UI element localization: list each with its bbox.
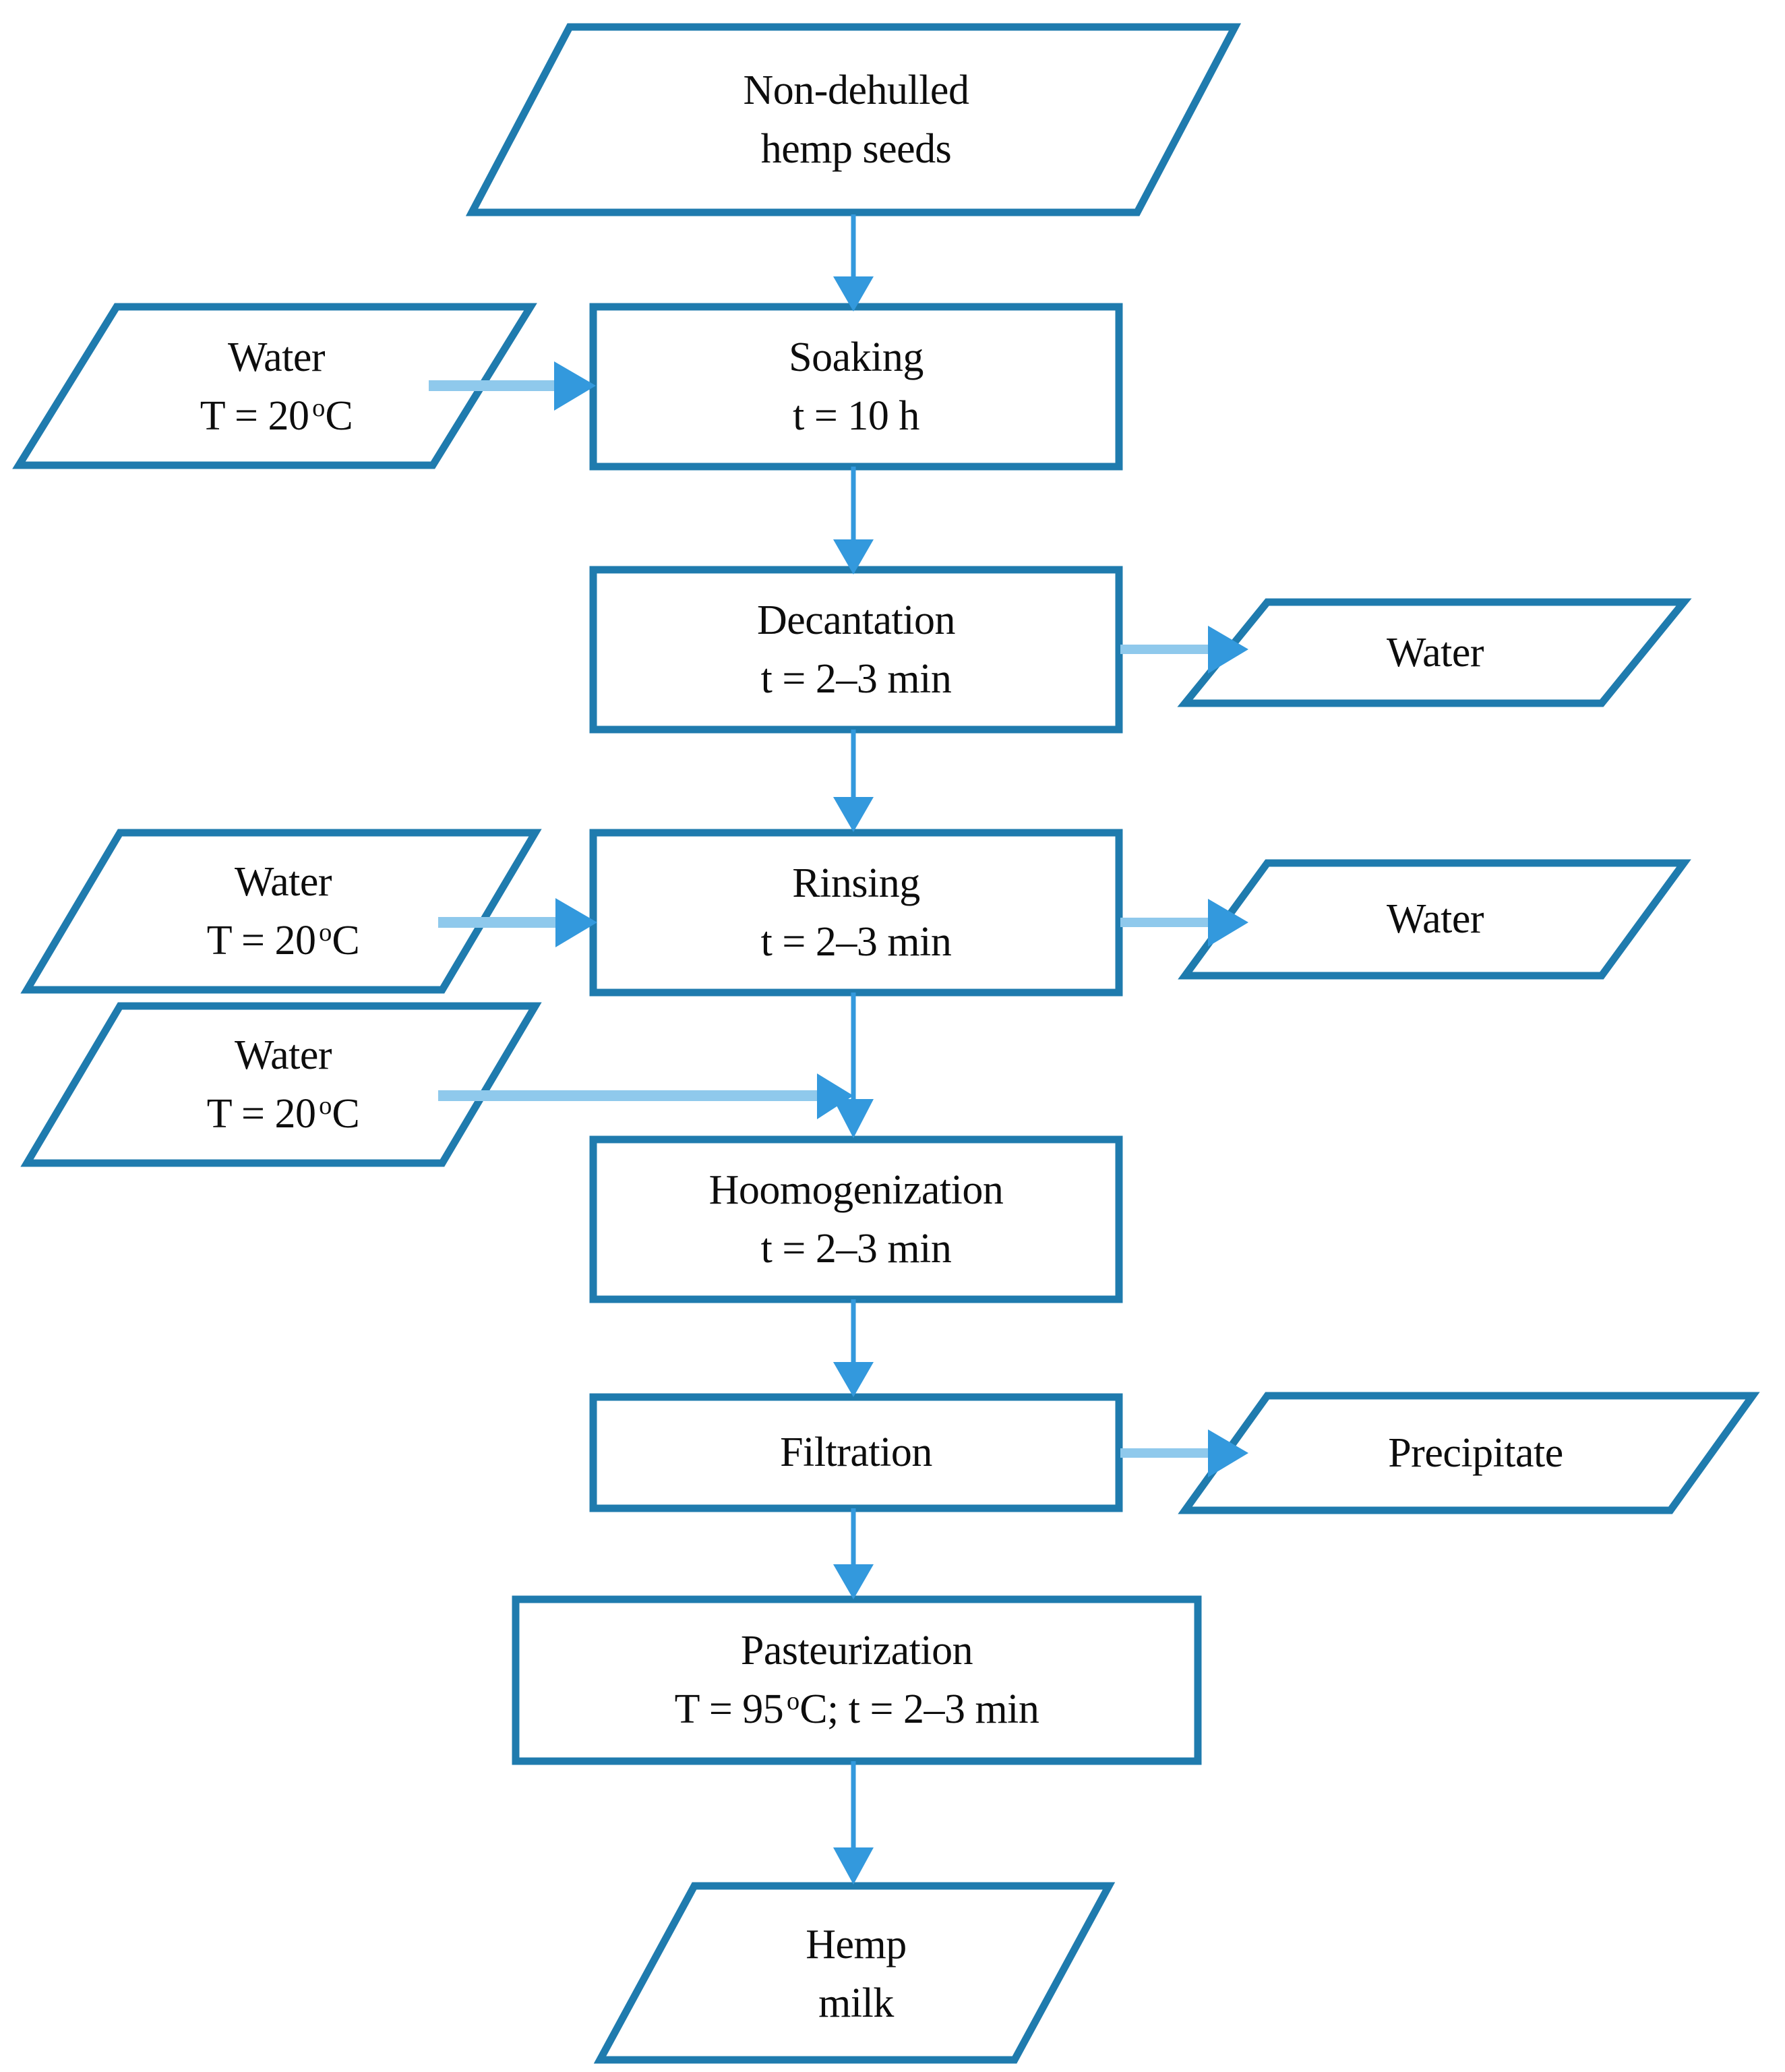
edge-rinsing-to-hoomogenization (833, 993, 874, 1138)
shape-filtration[interactable] (589, 1393, 1123, 1512)
edge-pasteurization-to-hemp-milk (833, 1761, 874, 1885)
shape-water-homogenization[interactable] (20, 1002, 542, 1167)
edge-soaking-to-decantation (833, 467, 874, 574)
edge-water-to-hoomogenization (438, 1073, 853, 1119)
shape-non-dehulled-hemp-seeds[interactable] (465, 23, 1242, 216)
shape-precipitate[interactable] (1178, 1392, 1760, 1514)
edge-filtration-to-precipitate (1120, 1429, 1248, 1477)
shape-pasteurization[interactable] (512, 1595, 1202, 1765)
shape-water-out-rinsing[interactable] (1178, 859, 1691, 980)
edge-hoomogenization-to-filtration (833, 1299, 874, 1397)
shape-decantation[interactable] (589, 566, 1123, 734)
shape-hemp-milk[interactable] (593, 1882, 1116, 2064)
shape-water-rinsing[interactable] (20, 829, 542, 994)
shape-water-soaking[interactable] (12, 303, 537, 469)
edge-decantation-to-rinsing (833, 730, 874, 832)
shape-soaking[interactable] (589, 303, 1123, 471)
edge-water-to-rinsing (438, 898, 597, 947)
shape-water-out-decantation[interactable] (1177, 598, 1692, 707)
edge-filtration-to-pasteurization (833, 1508, 874, 1599)
edge-water-to-soaking (429, 361, 596, 411)
shape-hoomogenization[interactable] (589, 1135, 1123, 1303)
shape-rinsing[interactable] (589, 829, 1123, 997)
edge-rinsing-to-water-out (1120, 899, 1248, 947)
edge-seeds-to-soaking (833, 214, 874, 312)
edge-decantation-to-water-out (1120, 626, 1248, 674)
